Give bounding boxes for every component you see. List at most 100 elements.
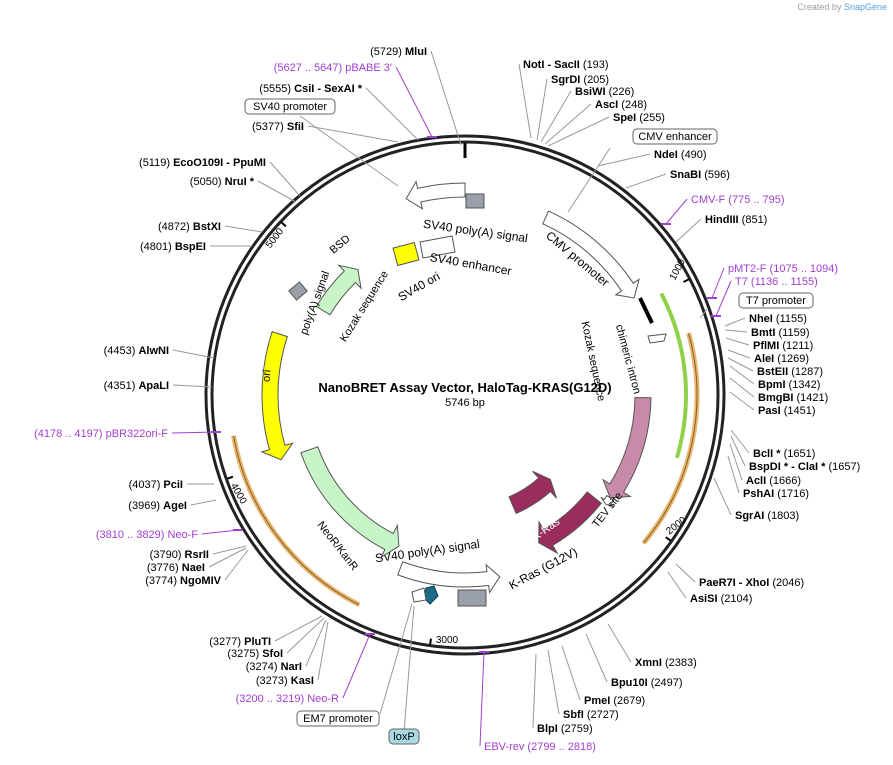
site-line-csii-sexai [365, 87, 419, 141]
site-line-spei [547, 116, 610, 147]
kras-g12v-label: K-Ras (G12V) [507, 545, 580, 593]
site-line-nhei [724, 317, 746, 327]
site-line-asci [544, 103, 592, 145]
chimeric-intron-label: chimeric intron [613, 323, 643, 395]
site-line-bspdi-clai [730, 435, 746, 467]
kras-g12v-arrow [538, 491, 602, 555]
site-sfii: (5377) SfiI [252, 121, 304, 133]
site-pflmi: PflMI (1211) [753, 340, 813, 352]
t7-promoter-label: T7 promoter [746, 295, 806, 307]
site-bmti: BmtI (1159) [751, 327, 810, 339]
site-snabi: SnaBI (596) [670, 169, 730, 181]
tick-3000 [429, 638, 432, 645]
site-paer7i-xhoi: PaeR7I - XhoI (2046) [699, 577, 804, 589]
primer-t7: T7 (1136 .. 1155) [735, 276, 818, 288]
site-alei: AleI (1269) [754, 353, 809, 365]
t7-bar [638, 297, 654, 324]
site-line-sgrai [713, 477, 732, 516]
tick-label-3000: 3000 [436, 635, 459, 646]
cmv-promoter-arrow [542, 210, 640, 299]
plasmid-name: NanoBRET Assay Vector, HaloTag-KRAS(G12D… [318, 380, 611, 395]
sv40-promoter-box-label: SV40 promoter [253, 101, 327, 113]
site-bpu10i: Bpu10I (2497) [611, 677, 683, 689]
feature-pointer-0 [567, 147, 611, 213]
site-bspdi-clai: BspDI * - ClaI * (1657) [749, 461, 860, 473]
em7-promoter-box [296, 710, 380, 727]
site-nhei: NheI (1155) [749, 313, 807, 325]
site-line-sfoi [286, 617, 325, 654]
site-noti-sacii: NotI - SacII (193) [523, 59, 609, 71]
site-ngomiv: (3774) NgoMIV [145, 575, 221, 587]
site-bstxi: (4872) BstXI [158, 221, 221, 233]
credit-prefix: Created by [797, 2, 842, 12]
site-spei: SpeI (255) [613, 112, 665, 124]
site-line-agei [190, 499, 217, 506]
site-bmgbi: BmgBI (1421) [758, 392, 828, 404]
site-line-bsteii [727, 357, 754, 372]
orange-arc-left-edge [233, 435, 360, 606]
t7-promoter-box [738, 292, 814, 309]
gray-feature-top [465, 193, 485, 209]
site-kasi: (3273) KasI [256, 675, 314, 687]
primer-ebv-rev: EBV-rev (2799 .. 2818) [484, 741, 596, 753]
site-line-blpi [532, 653, 537, 729]
site-bcli: BclI * (1651) [753, 448, 815, 460]
em7-promoter-label: EM7 promoter [303, 713, 373, 725]
feature-pointer-3 [379, 603, 413, 715]
site-line-bcli [730, 429, 750, 454]
site-line-pshai [727, 455, 740, 494]
loxp-box [388, 728, 420, 745]
orange-arc-right-edge [643, 333, 698, 544]
kras-arrow [508, 470, 557, 515]
site-mlui: (5729) MluI [370, 46, 427, 58]
sv40-ori-block [392, 241, 420, 267]
site-apali: (4351) ApaLI [104, 380, 169, 392]
site-line-mlui [430, 50, 462, 146]
site-line-bmti [724, 329, 748, 333]
site-line-rsrii [212, 545, 247, 555]
site-xmni: XmnI (2383) [635, 657, 697, 669]
site-blpi: BlpI (2759) [537, 723, 593, 735]
bsd-label: BSD [328, 233, 353, 257]
green-arc-right [659, 292, 688, 459]
site-line-pbabe-3 [395, 66, 433, 138]
ori-arrow [260, 330, 294, 461]
neor-arrow [300, 446, 400, 559]
sv40-ori-label: SV40 ori [396, 269, 443, 304]
site-line-alwni [172, 349, 215, 359]
tick-5000 [280, 221, 287, 228]
site-sfoi: (3275) SfoI [227, 648, 283, 660]
halotag-label: HaloTag® [655, 405, 675, 455]
site-line-bstxi [224, 225, 263, 233]
site-line-nrui [257, 180, 297, 203]
site-bspei: (4801) BspEI [140, 241, 206, 253]
site-agei: (3969) AgeI [128, 500, 187, 512]
site-pcii: (4037) PciI [129, 479, 183, 491]
site-line-t7 [715, 280, 732, 317]
site-line-ndei [597, 153, 651, 167]
site-line-acli [729, 443, 743, 481]
tick-1000 [683, 278, 690, 283]
site-line-pbr322ori-f [171, 431, 217, 434]
site-line-pluti [274, 615, 323, 642]
feature-pointer-4 [403, 605, 415, 733]
primer-pmt2-f: pMT2-F (1075 .. 1094) [728, 263, 838, 275]
site-naei: (3776) NaeI [147, 562, 205, 574]
site-line-kasi [317, 621, 329, 681]
primer-neo-f: (3810 .. 3829) Neo-F [96, 529, 198, 541]
plasmid-size: 5746 bp [445, 397, 485, 409]
em7-marker [411, 587, 427, 603]
site-alwni: (4453) AlwNI [104, 345, 169, 357]
site-line-xmni [607, 623, 632, 663]
site-line-hindiii [675, 218, 702, 243]
site-line-bmgbi [729, 377, 755, 398]
primer-cmv-f: CMV-F (775 .. 795) [691, 194, 785, 206]
site-pshai: PshAI (1716) [743, 488, 809, 500]
site-line-ecoo109i-ppumi [269, 161, 301, 197]
site-line-cmv-f [665, 198, 688, 225]
gray-feature-left [288, 281, 308, 301]
feature-pointer-1 [699, 307, 709, 319]
loxp-marker [423, 585, 439, 605]
sv40-polya-bottom-arrow [397, 561, 501, 594]
